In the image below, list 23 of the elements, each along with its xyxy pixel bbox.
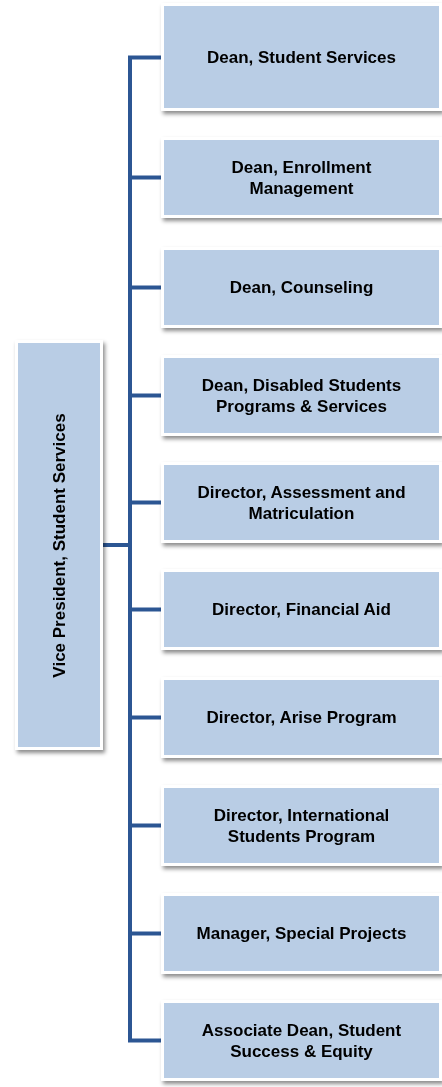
org-box: [161, 247, 442, 328]
role-title: Dean, Student Services: [206, 46, 397, 68]
role-title: Director, Arise Program: [205, 707, 398, 728]
org-box: [15, 340, 103, 750]
org-box: [161, 462, 442, 543]
role-title: Director, Assessment and Matriculation: [196, 481, 407, 524]
org-box: [161, 137, 442, 218]
role-title: Vice President, Student Services: [48, 411, 70, 680]
connector-line: [103, 543, 161, 1043]
org-box: [161, 893, 442, 974]
org-box: [161, 569, 442, 650]
role-title: Manager, Special Projects: [195, 923, 408, 944]
org-box: [161, 677, 442, 758]
org-box: [161, 3, 442, 111]
role-title: Director, Financial Aid: [211, 599, 392, 620]
role-title: Dean, Counseling: [228, 277, 375, 298]
org-box: [161, 355, 442, 436]
role-title: Dean, Disabled Students Programs & Services: [200, 374, 403, 417]
org-box: [161, 1000, 442, 1081]
org-box: [161, 785, 442, 866]
role-title: Director, International Students Program: [212, 804, 391, 847]
role-title: Associate Dean, Student Success & Equity: [200, 1019, 403, 1062]
role-title: Dean, Enrollment Management: [230, 156, 373, 199]
